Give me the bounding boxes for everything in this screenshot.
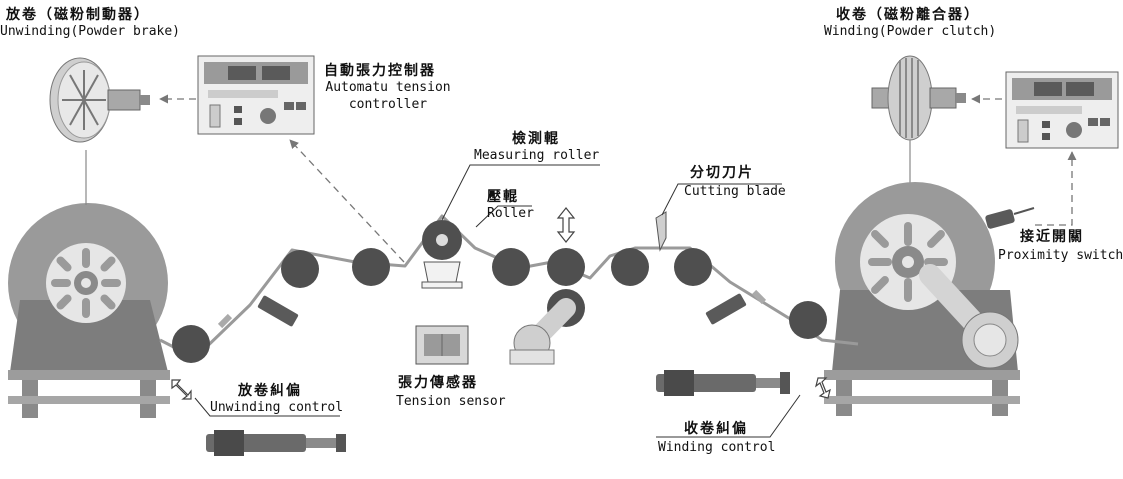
- roller-en: Roller: [487, 206, 534, 221]
- unwinding-machine: [8, 150, 170, 418]
- edge-sensor-right-icon: [705, 289, 767, 325]
- cutting-blade-zh: 分切刀片: [690, 165, 754, 181]
- guide-rollers: [172, 220, 827, 363]
- edge-sensor-left-icon: [217, 295, 299, 329]
- winding-control-en: Winding control: [658, 440, 776, 455]
- measuring-roller-bracket: [421, 261, 463, 289]
- measuring-roller-zh: 檢測輥: [512, 131, 560, 147]
- unwinding-title-zh: 放卷（磁粉制動器）: [6, 7, 150, 23]
- proximity-switch-en: Proximity switch: [998, 248, 1123, 263]
- unwinding-actuator-icon: [206, 430, 346, 456]
- tension-sensor-icon: [415, 325, 469, 365]
- pressure-roller-arm: [509, 298, 576, 365]
- tension-sensor-en: Tension sensor: [396, 394, 506, 409]
- unwinding-hub-icon: [51, 248, 121, 318]
- winding-actuator-icon: [656, 370, 790, 396]
- up-down-arrow-icon: [556, 207, 576, 243]
- winding-title-en: Winding(Powder clutch): [824, 24, 997, 39]
- measuring-roller-en: Measuring roller: [474, 148, 600, 163]
- tension-controller-left: [197, 55, 315, 135]
- powder-clutch-icon: [871, 55, 966, 185]
- leader-lines: [194, 164, 801, 438]
- controller-title-en-1: Automatu tension: [325, 80, 451, 95]
- controller-title-zh: 自動張力控制器: [324, 63, 436, 79]
- winding-title-zh: 收卷（磁粉離合器）: [836, 7, 980, 23]
- unwinding-control-zh: 放卷糾偏: [238, 383, 302, 399]
- web-material-path: [159, 214, 859, 360]
- unwinding-control-en: Unwinding control: [210, 400, 344, 415]
- powder-brake-icon: [49, 57, 150, 143]
- correction-arrow-left-icon: [171, 379, 192, 400]
- signal-lines: [159, 94, 1077, 263]
- measuring-roller-axle: [436, 234, 448, 246]
- winding-machine: [824, 182, 1020, 416]
- tension-sensor-zh: 張力傳感器: [398, 375, 478, 391]
- roller-zh: 壓輥: [487, 189, 519, 205]
- correction-arrow-right-icon: [815, 377, 831, 399]
- proximity-switch-zh: 接近開關: [1020, 229, 1084, 245]
- controller-title-en-2: controller: [348, 97, 428, 112]
- tension-controller-right: [1005, 71, 1119, 149]
- cutting-blade-en: Cutting blade: [684, 184, 786, 199]
- unwinding-title-en: Unwinding(Powder brake): [0, 24, 181, 39]
- proximity-switch-icon: [985, 207, 1035, 229]
- winding-control-zh: 收卷糾偏: [684, 421, 748, 437]
- cutting-blade-icon: [655, 211, 667, 252]
